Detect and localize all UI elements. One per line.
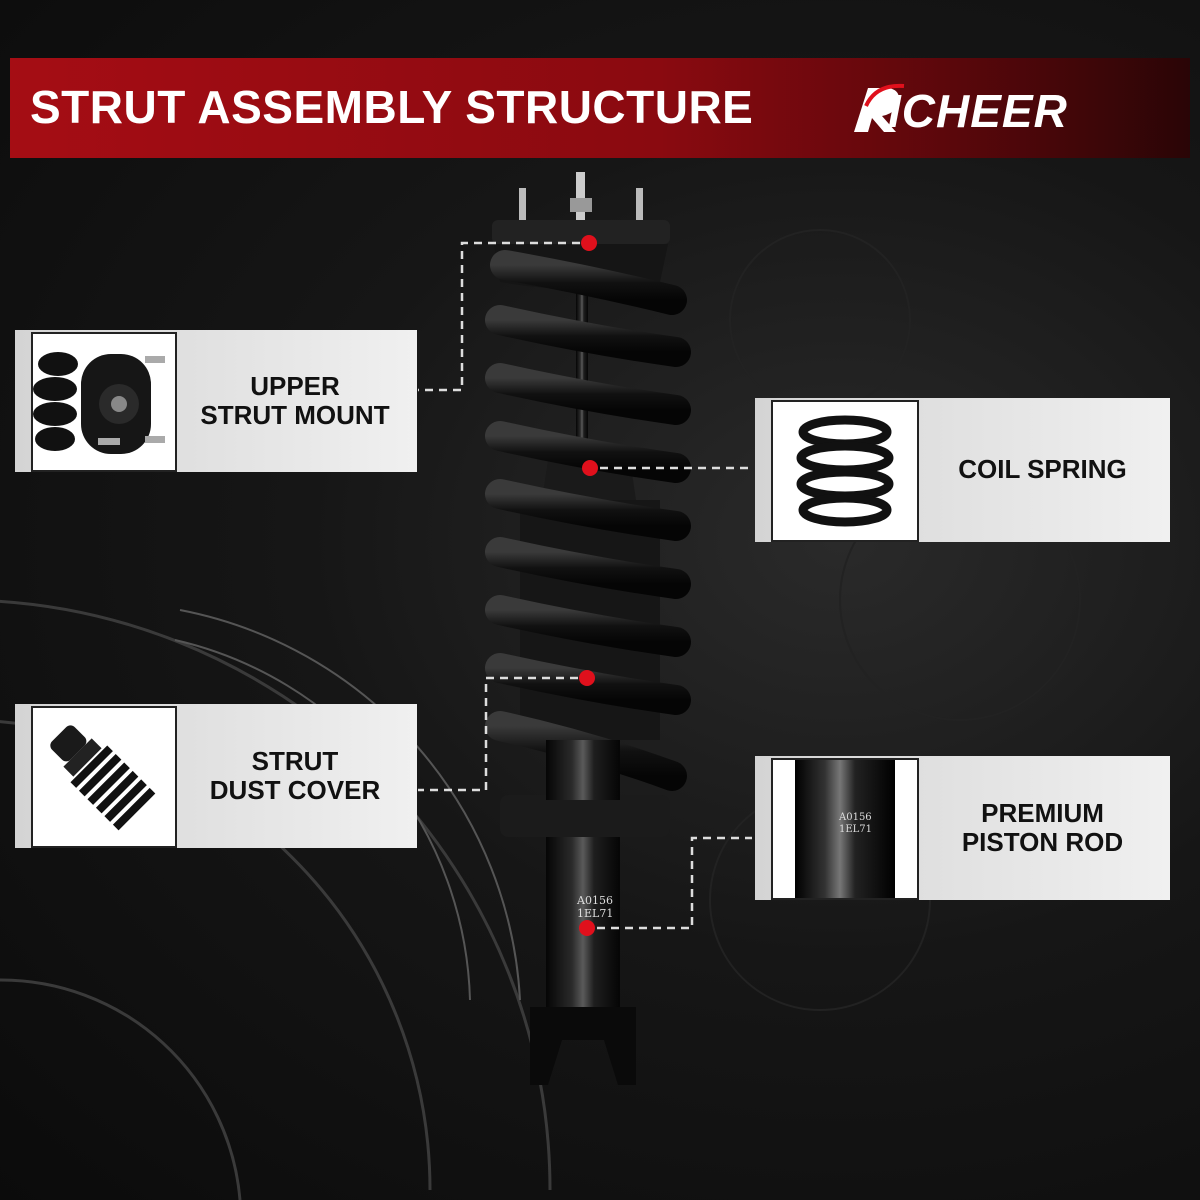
- dust-cover-icon: [50, 725, 156, 831]
- strut-mount-thumb: [31, 332, 177, 472]
- part-label-line1: PREMIUM: [981, 798, 1104, 828]
- part-label-line2: DUST COVER: [209, 775, 381, 805]
- brand-name: ICHEER: [888, 85, 1068, 137]
- piston-rod-thumb: A0156 1EL71: [771, 758, 919, 900]
- strut-body-upper: [546, 740, 620, 800]
- page-title: STRUT ASSEMBLY STRUCTURE: [30, 81, 754, 133]
- strut-mount-icon: [33, 352, 165, 454]
- upper-mount-plate: [492, 220, 670, 244]
- coil-spring-thumb: [771, 400, 919, 542]
- piston-rod-icon: [795, 760, 895, 898]
- coil-spring-icon: [796, 415, 894, 527]
- part-label-line1: COIL SPRING: [958, 454, 1127, 484]
- part-card-piston-rod: A0156 1EL71 PREMIUM PISTON ROD: [755, 756, 1170, 900]
- part-card-upper-strut-mount: UPPER STRUT MOUNT: [15, 330, 417, 472]
- brand-mark-icon: [854, 83, 905, 132]
- part-label: PREMIUM PISTON ROD: [915, 799, 1170, 857]
- leader-lines: [418, 241, 752, 930]
- part-label-line1: UPPER: [250, 371, 340, 401]
- marker-dots: [579, 235, 598, 936]
- lower-spring-seat: [500, 795, 670, 837]
- part-label-line1: STRUT: [251, 746, 339, 776]
- stamp-line1: A0156: [839, 812, 872, 823]
- stamp-line2: 1EL71: [577, 907, 614, 920]
- part-label: STRUT DUST COVER: [173, 747, 417, 805]
- part-label: UPPER STRUT MOUNT: [173, 372, 417, 430]
- part-label-line2: PISTON ROD: [961, 827, 1124, 857]
- upper-rod: [576, 290, 588, 440]
- dust-cover-thumb: [31, 706, 177, 848]
- header-banner: STRUT ASSEMBLY STRUCTURE ICHEER: [10, 58, 1190, 158]
- mount-studs: [519, 172, 643, 230]
- stamp-line1: A0156: [577, 894, 613, 907]
- stamp-line2: 1EL71: [839, 824, 873, 835]
- brand-logo: ICHEER: [846, 76, 1186, 140]
- part-label: COIL SPRING: [915, 455, 1170, 484]
- body-stamp: A0156 1EL71: [577, 894, 613, 920]
- part-card-strut-dust-cover: STRUT DUST COVER: [15, 704, 417, 848]
- part-card-coil-spring: COIL SPRING: [755, 398, 1170, 542]
- part-label-line2: STRUT MOUNT: [200, 400, 390, 430]
- lower-fork: [530, 1007, 636, 1085]
- rod-stamp: A0156 1EL71: [839, 812, 872, 836]
